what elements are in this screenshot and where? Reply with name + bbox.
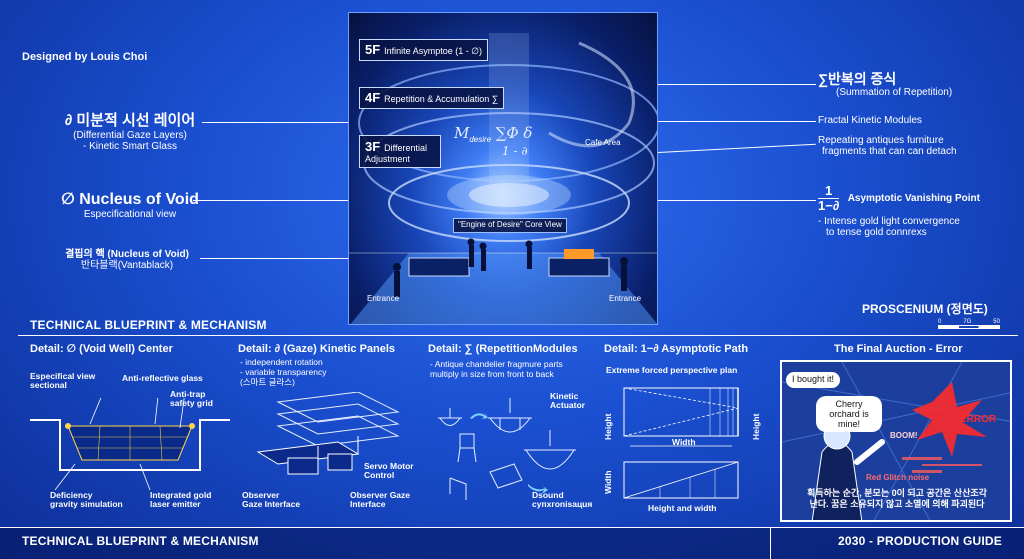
nucleus-void-leader [193, 200, 348, 201]
vantablack-callout: 결핍의 핵 (Nucleus of Void) 반타블랙(Vantablack) [65, 249, 189, 271]
chandelier-modules-diagram [438, 398, 576, 500]
vanishing-point-leader [658, 200, 816, 201]
desire-formula: Mdesire ∑Φ δ 1 - ∂ [454, 124, 533, 158]
entrance-right-label: Entrance [609, 294, 642, 303]
atrium-illustration [349, 33, 657, 324]
vantablack-leader [200, 258, 348, 259]
forced-perspective-diagram [623, 387, 739, 499]
antiques-callout: Repeating antiques furniture fragments t… [818, 135, 957, 157]
antiques-leader [657, 143, 816, 153]
width-label: Width [672, 437, 696, 447]
gaze-notes: - independent rotation- variable transpa… [240, 357, 327, 387]
asymptotic-path-title: Detail: 1−∂ Asymptotic Path [604, 343, 749, 355]
void-well-title: Detail: ∅ (Void Well) Center [30, 343, 173, 355]
summation-leader [658, 84, 816, 85]
bought-it-bubble: I bought it! [786, 372, 841, 388]
gaze-panels-title: Detail: ∂ (Gaze) Kinetic Panels [238, 343, 396, 355]
proscenium-label: PROSCENIUM (정면도) [862, 302, 988, 316]
cafe-area-label: Cafe Area [585, 138, 621, 147]
designer-credit: Designed by Louis Choi [22, 51, 148, 63]
height-left-label: Height [603, 413, 613, 440]
nucleus-void-callout: ∅ Nucleus of Void Especificational view [61, 191, 199, 220]
summation-callout: ∑반복의 증식 (Summation of Repetition) [818, 71, 953, 99]
auction-scene-illustration [782, 362, 1010, 520]
vanishing-point-callout: 1 1−∂ Asymptotic Vanishing Point - Inten… [818, 183, 980, 238]
entrance-left-label: Entrance [367, 294, 400, 303]
forced-perspective-note: Extreme forced perspective plan [606, 365, 738, 375]
glitch-label: Red Glitch noise [866, 473, 930, 482]
boom-label: BOOM! [890, 431, 918, 440]
gaze-layers-leader [202, 122, 348, 123]
core-view-label: "Engine of Desire" Core View [453, 218, 567, 233]
final-auction-title: The Final Auction - Error [834, 343, 963, 355]
section-title: TECHNICAL BLUEPRINT & MECHANISM [30, 318, 267, 332]
gaze-layers-callout: ∂ 미분적 시선 레이어 (Differential Gaze Layers) … [64, 112, 196, 152]
height-right-label: Height [751, 413, 761, 440]
section-divider [18, 335, 1018, 336]
repetition-modules-title: Detail: ∑ (RepetitionModules [428, 343, 578, 355]
kinetic-panel-diagram [256, 392, 400, 475]
final-auction-panel: I bought it! Cherry orchard is mine! ERR… [780, 360, 1012, 522]
height-and-width-label: Height and width [648, 503, 717, 513]
footer-right-title: 2030 - PRODUCTION GUIDE [838, 534, 1002, 548]
cherry-orchard-bubble: Cherry orchard is mine! [816, 396, 882, 432]
width-side-label: Width [603, 470, 613, 494]
error-label: ERROR [960, 414, 997, 425]
fractal-modules-label: Fractal Kinetic Modules [818, 115, 922, 126]
footer-bar [0, 527, 1024, 559]
footer-divider [770, 527, 771, 559]
void-well-section-diagram [30, 398, 230, 491]
footer-left-title: TECHNICAL BLUEPRINT & MECHANISM [22, 534, 259, 548]
fractal-leader [658, 121, 816, 122]
anti-reflective-label: Anti-reflective glass [122, 373, 203, 383]
